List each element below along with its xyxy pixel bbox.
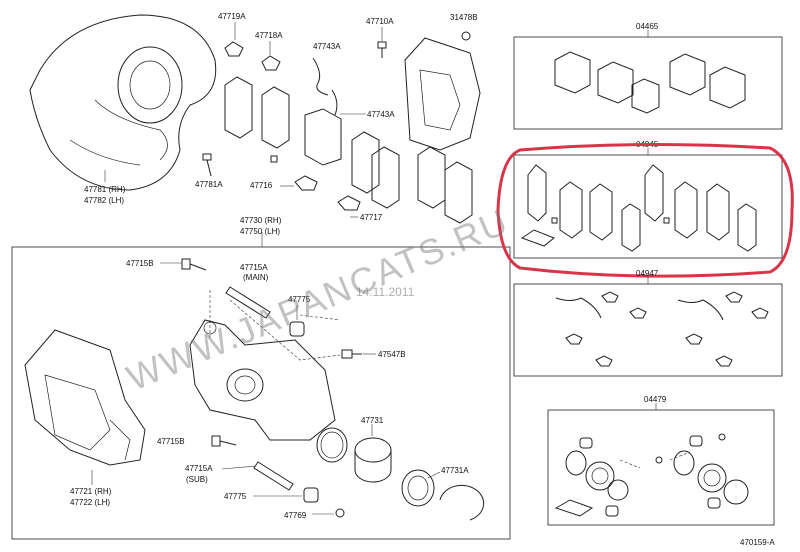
clip-47717 xyxy=(337,195,361,211)
label-04479: 04479 xyxy=(644,395,667,404)
label-47715a-sub-sub: (SUB) xyxy=(186,475,208,484)
label-47718a: 47718A xyxy=(255,31,283,40)
label-47781-rh: 47781 (RH) xyxy=(84,185,126,194)
label-47775-2: 47775 xyxy=(224,492,247,501)
bolt-47715b-top xyxy=(181,258,207,271)
clip-47716 xyxy=(294,175,318,191)
kit-04479-box xyxy=(547,409,775,526)
label-04947: 04947 xyxy=(636,269,659,278)
label-47719a: 47719A xyxy=(218,12,246,21)
kit-04479-seals xyxy=(554,433,749,517)
label-47715a-sub: 47715A xyxy=(185,464,213,473)
seal-47731 xyxy=(316,427,348,463)
kit-04945-pads xyxy=(520,164,757,252)
label-47743a-2: 47743A xyxy=(367,110,395,119)
caliper-carrier-bottom xyxy=(24,329,146,466)
caliper-carrier-top xyxy=(404,37,481,151)
kit-04947-box xyxy=(513,283,783,377)
bleeder-47547b xyxy=(341,349,362,359)
assembly-guide-lines xyxy=(209,290,341,361)
label-31478b: 31478B xyxy=(450,13,478,22)
brake-pad-group-main xyxy=(224,76,473,224)
caliper-housing xyxy=(189,319,336,441)
label-47730-rh: 47730 (RH) xyxy=(240,216,282,225)
watermark: WWW.JAPANCATS.RU xyxy=(121,200,515,398)
bolt-47710a xyxy=(377,41,387,58)
clip-47718a xyxy=(261,55,281,71)
piston xyxy=(354,437,392,483)
label-47715a-main-sub: (MAIN) xyxy=(243,273,269,282)
label-47731a: 47731A xyxy=(441,466,469,475)
caliper-assembly-box xyxy=(11,246,511,540)
label-47782-lh: 47782 (LH) xyxy=(84,196,124,205)
pin-47715a-sub xyxy=(253,461,294,491)
label-47717: 47717 xyxy=(360,213,383,222)
boot-47775-top xyxy=(289,321,305,337)
label-47715a-main: 47715A xyxy=(240,263,268,272)
date-stamp: 14.11.2011 xyxy=(356,285,415,299)
boot-47775-bottom xyxy=(303,487,319,503)
highlight-annotation xyxy=(496,142,794,278)
label-47547b: 47547B xyxy=(378,350,406,359)
kit-04465-pads xyxy=(554,51,746,114)
clip-47719a xyxy=(224,41,244,57)
label-47769: 47769 xyxy=(284,511,307,520)
label-47722-lh: 47722 (LH) xyxy=(70,498,110,507)
label-47743a-1: 47743A xyxy=(313,42,341,51)
label-47775-1: 47775 xyxy=(288,295,311,304)
boot-47731a xyxy=(401,469,435,507)
cap-31478b xyxy=(461,31,471,41)
label-47781a: 47781A xyxy=(195,180,223,189)
pin-47715a-main xyxy=(225,286,271,319)
label-47750-lh: 47750 (LH) xyxy=(240,227,280,236)
label-47721-rh: 47721 (RH) xyxy=(70,487,112,496)
cap-47769 xyxy=(335,508,345,518)
label-47716: 47716 xyxy=(250,181,273,190)
bolt-47715b-bottom xyxy=(211,435,237,447)
kit-04947-clips xyxy=(555,291,769,367)
diagram-id: 470159-A xyxy=(740,538,775,547)
shim-small xyxy=(270,155,278,163)
label-47715b-2: 47715B xyxy=(157,437,185,446)
spring-47743a-1 xyxy=(312,57,329,96)
label-47715b-1: 47715B xyxy=(126,259,154,268)
label-47731: 47731 xyxy=(361,416,384,425)
kit-04465-box xyxy=(513,36,783,130)
dust-shield xyxy=(29,14,217,191)
spring-47743a-2 xyxy=(331,89,338,116)
label-04465: 04465 xyxy=(636,22,659,31)
snap-ring xyxy=(439,484,485,521)
bolt-47781a xyxy=(202,153,212,177)
label-47710a: 47710A xyxy=(366,17,394,26)
